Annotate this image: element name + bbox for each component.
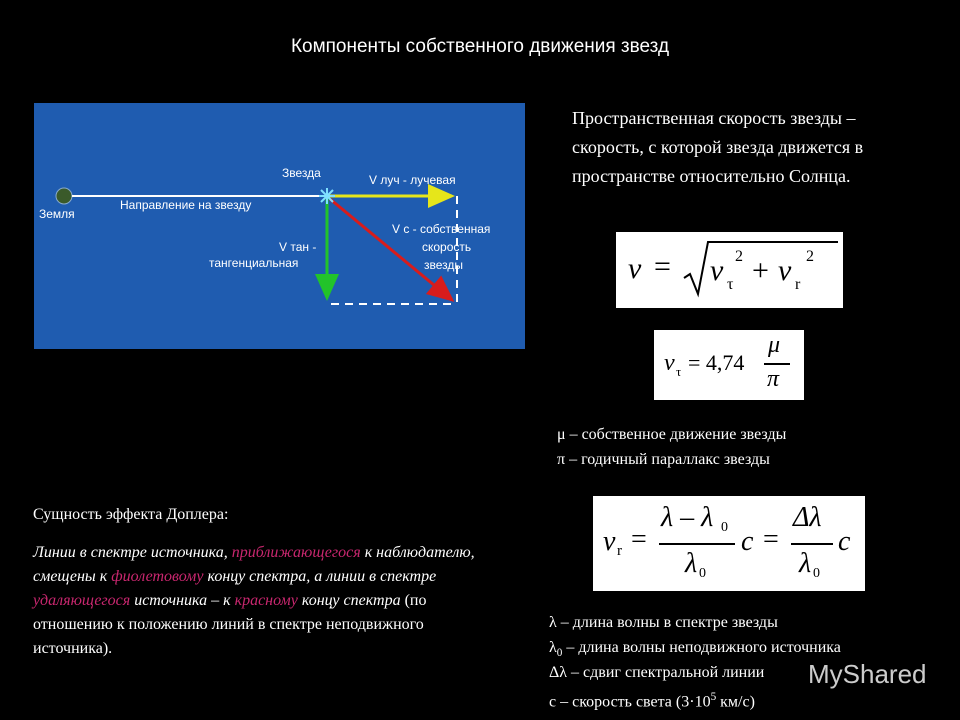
doppler-p3: к наблюдателю, смещены к — [33, 544, 475, 585]
f3-eq2: = — [763, 524, 779, 555]
f3-fraction-bar-2 — [791, 543, 833, 545]
doppler-violet: фиолетовому — [111, 568, 204, 585]
f2-lhs: v — [664, 350, 675, 376]
f3-c2: c — [838, 526, 851, 557]
legend-mu: μ – собственное движение звезды — [557, 426, 787, 443]
f2-eq: = 4,74 — [688, 350, 745, 375]
doppler-approaching: приближающегося — [231, 544, 361, 561]
own-label-2: скорость — [422, 240, 472, 254]
star-label: Звезда — [282, 166, 321, 180]
f3-num2: Δλ — [793, 502, 822, 533]
f3-den1-sub: 0 — [699, 566, 706, 581]
f1-b-sub: r — [795, 276, 801, 293]
f1-plus: + — [752, 254, 769, 287]
doppler-p10: (по отношению к положению линий в спектр… — [33, 592, 427, 657]
f3-lhs: v — [603, 526, 616, 557]
velocity-diagram-svg — [55, 184, 458, 305]
legend-lambda: λ – длина волны в спектре звезды — [549, 614, 778, 631]
legend-lambda0: λ0 – длина волны неподвижного источника — [549, 635, 841, 666]
radial-label: V луч - лучевая — [369, 173, 456, 187]
legend-lambda0-sym: λ — [549, 639, 557, 656]
doppler-text: Линии в спектре источника, приближающего… — [33, 541, 478, 661]
f1-a: v — [710, 254, 724, 287]
formula-tangential-velocity: v τ = 4,74 μ π — [654, 330, 804, 400]
earth-label: Земля — [39, 207, 75, 221]
doppler-heading: Сущность эффекта Доплера: — [33, 506, 229, 523]
f2-num: μ — [768, 332, 781, 358]
legend-c-pre: c – скорость света (3·10 — [549, 693, 711, 711]
velocity-diagram: Земля Направление на звезду Звезда V луч… — [34, 103, 525, 349]
f3-den2: λ — [799, 548, 812, 579]
doppler-p1: Линии в спектре источника, — [33, 544, 232, 561]
formula-radial-velocity: v r = λ – λ 0 λ 0 c = Δλ λ 0 c — [593, 496, 865, 591]
own-label-3: звезды — [424, 258, 464, 272]
own-velocity-arrow — [329, 197, 455, 302]
f3-num1: λ – λ — [661, 502, 714, 533]
legend-delta-lambda: Δλ – сдвиг спектральной линии — [549, 664, 765, 681]
doppler-p7: источника – к — [130, 592, 235, 609]
f3-c1: c — [741, 526, 754, 557]
legend-lambda0-sub: 0 — [556, 647, 563, 660]
f1-a-sub: τ — [727, 276, 734, 293]
f3-fraction-bar-1 — [659, 543, 735, 545]
tangential-label-2: тангенциальная — [209, 256, 299, 270]
slide-title: Компоненты собственного движения звезд — [290, 36, 670, 57]
doppler-receding: удаляющегося — [33, 592, 131, 609]
doppler-p5: концу спектра, а линии в спектре — [203, 568, 437, 585]
doppler-p9: концу спектра — [297, 592, 405, 609]
legend-pi: π – годичный параллакс звезды — [557, 451, 770, 468]
doppler-red: красному — [234, 592, 298, 609]
watermark-logo: MyShared — [808, 659, 927, 689]
own-label-1: V с - собственная — [392, 222, 491, 236]
f3-num1-sub: 0 — [721, 520, 728, 535]
f1-b: v — [778, 254, 792, 287]
f2-fraction-bar — [764, 363, 790, 365]
f3-den1: λ — [685, 548, 698, 579]
f3-lhs-sub: r — [617, 543, 622, 559]
f1-a-sup: 2 — [735, 248, 743, 265]
legend-lambda0-text: – длина волны неподвижного источника — [562, 639, 841, 656]
legend-c-post: км/с) — [716, 693, 755, 711]
f3-den2-sub: 0 — [813, 566, 820, 581]
legend-c-sup: 5 — [710, 691, 717, 703]
star-icon — [319, 188, 335, 204]
legend-c: c – скорость света (3·105 км/с) — [549, 685, 755, 714]
f3-eq1: = — [631, 524, 647, 555]
earth-icon — [55, 187, 73, 205]
sqrt-icon — [683, 241, 838, 298]
direction-label: Направление на звезду — [120, 198, 252, 212]
f2-den: π — [767, 366, 780, 392]
f1-b-sup: 2 — [806, 248, 814, 265]
tangential-label-1: V тан - — [279, 240, 317, 254]
f2-lhs-sub: τ — [676, 364, 682, 379]
f1-eq: = — [654, 250, 671, 283]
formula-space-velocity: v = v τ 2 + v r 2 — [616, 232, 843, 308]
f1-lhs: v — [628, 252, 642, 285]
space-velocity-definition: Пространственная скорость звезды – скоро… — [572, 108, 864, 186]
